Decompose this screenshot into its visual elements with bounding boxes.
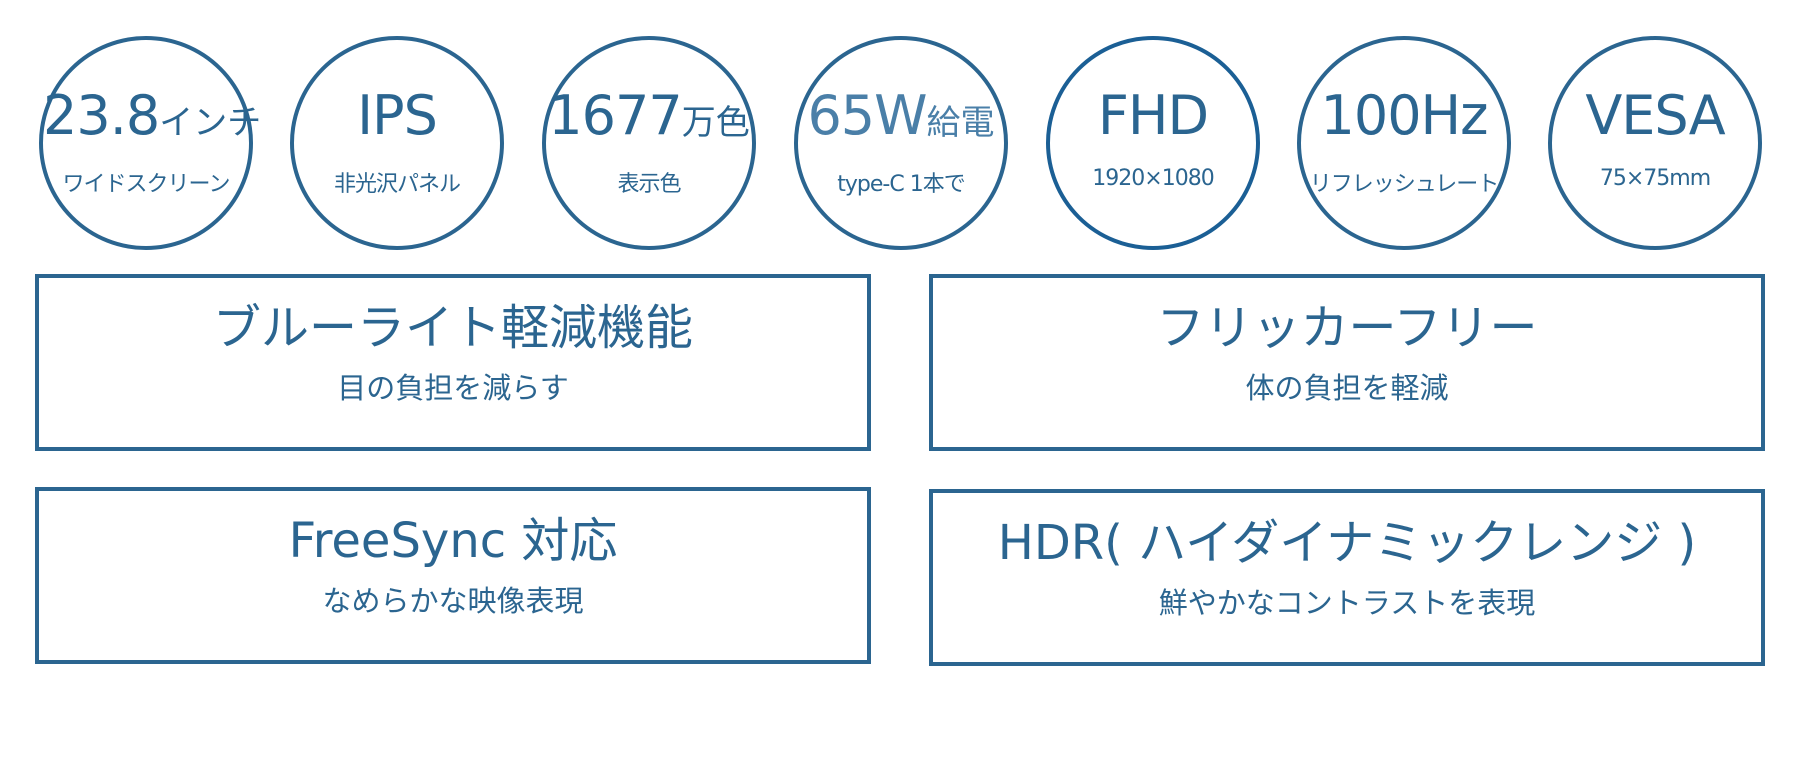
spec-value: 100Hz: [1320, 84, 1488, 147]
spec-label: 1920×1080: [1092, 166, 1214, 191]
spec-label: ワイドスクリーン: [62, 172, 231, 197]
spec-resolution: FHD 1920×1080: [1046, 36, 1260, 250]
spec-screen-size: 23.8インチ ワイドスクリーン: [39, 36, 261, 250]
spec-unit: 万色: [681, 103, 750, 143]
feature-subtitle: 鮮やかなコントラストを表現: [1158, 586, 1536, 620]
spec-vesa: VESA 75×75mm: [1548, 36, 1762, 250]
spec-label: type-C 1本で: [837, 172, 965, 197]
spec-colors: 1677万色 表示色: [542, 36, 756, 250]
spec-value: 1677万色: [546, 86, 752, 153]
spec-label: 75×75mm: [1599, 166, 1711, 191]
feature-subtitle: なめらかな映像表現: [322, 584, 584, 618]
feature-title: FreeSync 対応: [288, 513, 618, 569]
spec-value: 65W給電: [798, 86, 1004, 153]
spec-number: 65W: [807, 84, 927, 147]
spec-value: IPS: [357, 84, 438, 147]
feature-flicker-free: フリッカーフリー 体の負担を軽減: [929, 274, 1765, 451]
feature-blue-light: ブルーライト軽減機能 目の負担を減らす: [35, 274, 871, 451]
spec-value: 23.8インチ: [43, 84, 261, 153]
spec-power: 65W給電 type-C 1本で: [794, 36, 1008, 250]
spec-label: 表示色: [617, 172, 681, 197]
feature-hdr: HDR( ハイダイナミックレンジ ) 鮮やかなコントラストを表現: [929, 489, 1765, 666]
spec-value: FHD: [1097, 84, 1209, 147]
spec-label: リフレッシュレート: [1309, 172, 1500, 197]
feature-subtitle: 体の負担を軽減: [1245, 371, 1449, 405]
spec-unit: 給電: [926, 103, 995, 143]
feature-title: フリッカーフリー: [1156, 300, 1538, 356]
spec-label: 非光沢パネル: [333, 172, 461, 197]
spec-number: 23.8: [43, 84, 160, 147]
spec-value: VESA: [1585, 84, 1725, 147]
spec-refresh-rate: 100Hz リフレッシュレート: [1297, 36, 1511, 250]
feature-title: ブルーライト軽減機能: [212, 300, 693, 356]
feature-subtitle: 目の負担を減らす: [337, 371, 569, 405]
spec-unit: インチ: [159, 103, 262, 143]
spec-panel: IPS 非光沢パネル: [290, 36, 504, 250]
feature-freesync: FreeSync 対応 なめらかな映像表現: [35, 487, 871, 664]
spec-number: 1677: [548, 84, 682, 147]
feature-title: HDR( ハイダイナミックレンジ ): [997, 515, 1697, 571]
